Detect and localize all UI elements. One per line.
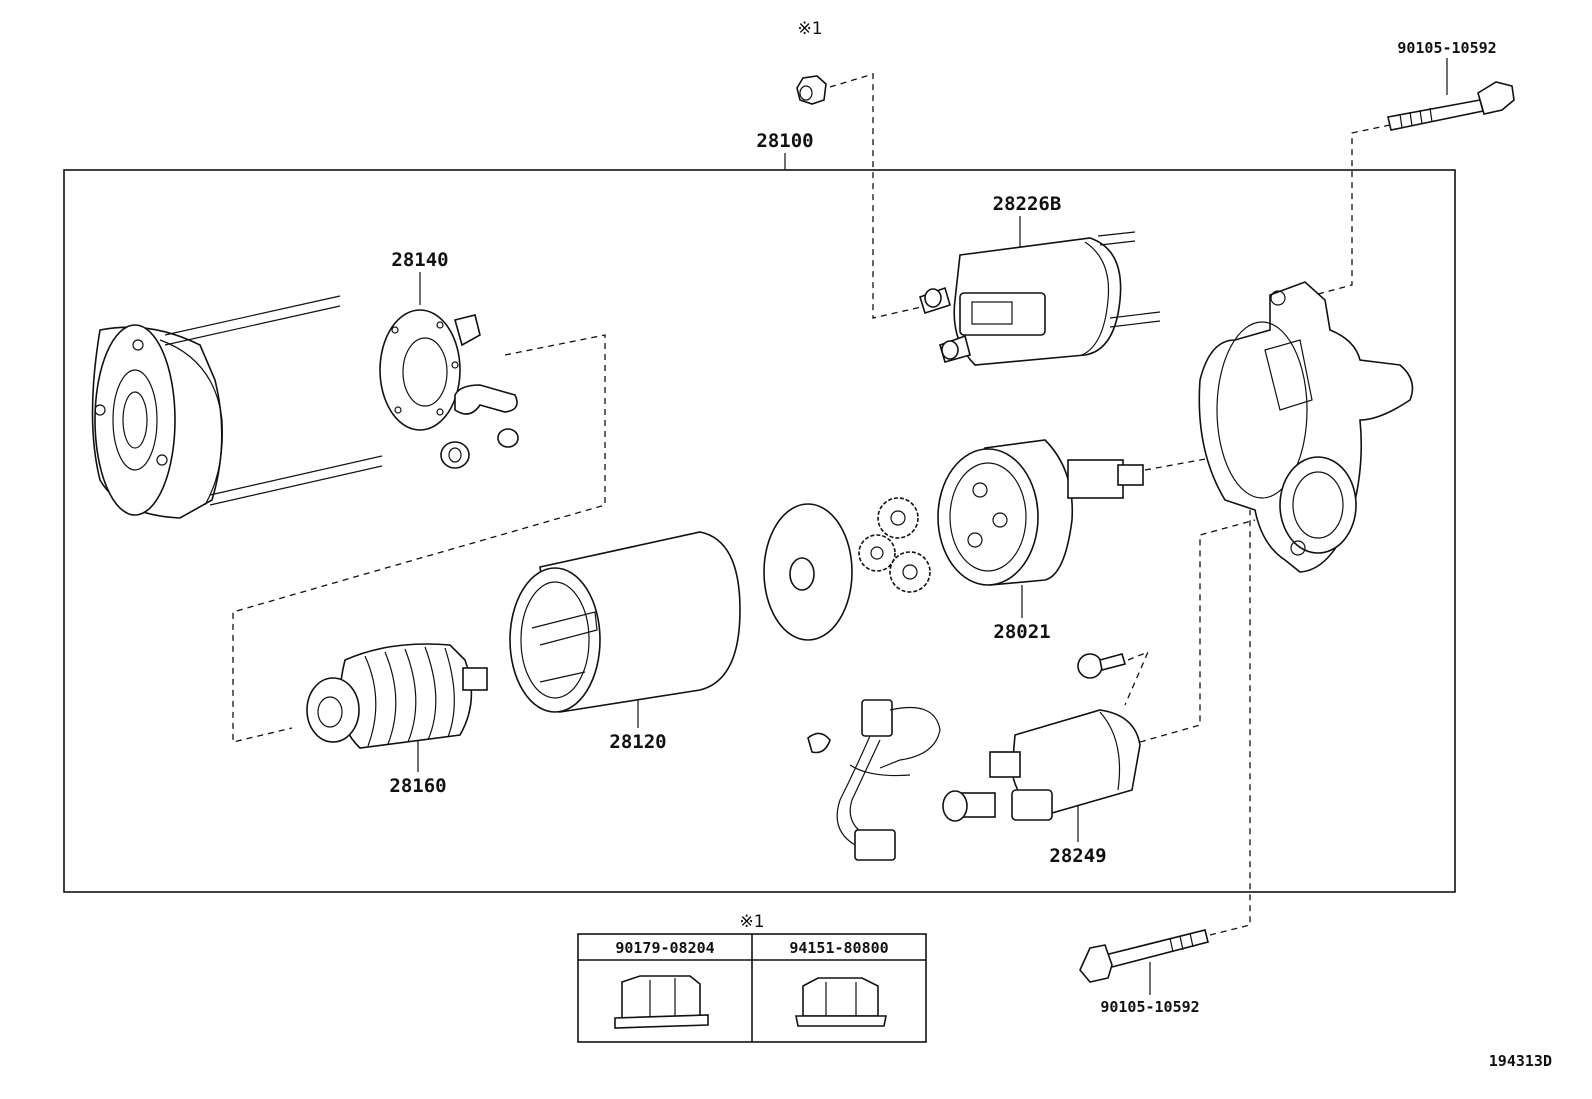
drive-housing-part [1198,281,1414,573]
nut-table [577,933,927,1043]
note-mark-top: ※1 [797,19,822,39]
bolt-bottom-icon [1079,929,1209,983]
flange-nut-b-icon [795,977,887,1027]
callout-28140: 28140 [391,249,448,271]
callout-28160: 28160 [389,775,446,797]
yoke-part [509,531,741,713]
diagram-id: 194313D [1489,1052,1552,1070]
nut-table-mark: ※1 [739,912,764,932]
nut-table-col-2: 94151-80800 [789,939,888,957]
clutch-pinion-part [937,439,1144,586]
planetary-gears-part [858,497,931,593]
disc-washer-part [763,503,853,641]
lever-switch-part [942,709,1141,822]
assembly-frame [63,169,1456,893]
brush-holder-plate-part [379,309,519,469]
callout-28100: 28100 [756,130,813,152]
magnetic-switch-part [919,231,1161,366]
bolt-top-icon [1387,81,1515,131]
flange-nut-a-icon [614,975,709,1029]
lead-wire-part [807,699,941,861]
armature-part [306,643,488,749]
callout-28021: 28021 [993,621,1050,643]
nut-table-col-1: 90179-08204 [615,939,714,957]
callout-bolt-bottom: 90105-10592 [1100,998,1199,1016]
callout-28226b: 28226B [993,193,1062,215]
callout-28120: 28120 [609,731,666,753]
callout-28249: 28249 [1049,845,1106,867]
nut-top-icon [796,75,827,105]
callout-bolt-top: 90105-10592 [1397,39,1496,57]
screw-icon [1077,653,1127,679]
field-frame-part [91,295,383,519]
